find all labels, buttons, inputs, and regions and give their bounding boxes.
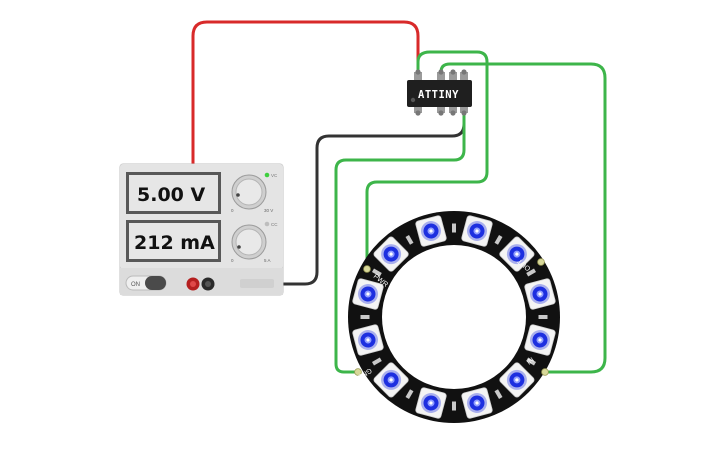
chip-label: ATTINY xyxy=(418,89,459,101)
voltage-knob-max-label: 30 V xyxy=(264,208,273,213)
chip-pin[interactable] xyxy=(437,104,445,113)
chip-notch xyxy=(410,97,416,103)
wire-ring-data-in[interactable] xyxy=(439,62,607,374)
terminal-area-decoration xyxy=(240,279,274,288)
pad-pwr[interactable] xyxy=(363,265,371,273)
ring-capacitor xyxy=(526,268,536,277)
wire-positive[interactable] xyxy=(191,20,420,286)
led-ring: PWR GND OUT IN xyxy=(348,211,560,423)
power-supply: 5.00 V 212 mA VC CC 0 30 V 0 5 A xyxy=(119,163,284,296)
current-knob-max-label: 5 A xyxy=(264,258,271,263)
attiny-chip: ATTINY xyxy=(407,69,472,116)
ring-capacitor xyxy=(360,315,370,319)
ring-capacitor xyxy=(538,315,548,319)
voltage-knob[interactable] xyxy=(231,174,267,210)
ring-capacitor xyxy=(372,268,382,277)
ring-capacitor xyxy=(494,389,503,399)
led xyxy=(415,387,447,419)
negative-terminal[interactable] xyxy=(201,277,215,291)
voltage-readout: 5.00 V xyxy=(137,184,205,206)
cv-label: VC xyxy=(271,173,278,178)
led xyxy=(352,278,384,310)
pad-out[interactable] xyxy=(537,258,545,266)
ring-capacitor xyxy=(405,235,414,245)
led xyxy=(352,324,384,356)
positive-terminal[interactable] xyxy=(186,277,200,291)
voltage-display-screen xyxy=(129,175,218,211)
led xyxy=(499,236,535,272)
voltage-knob-min-label: 0 xyxy=(231,208,234,213)
wire-ring-pwr[interactable] xyxy=(365,50,489,268)
power-switch-label: ON xyxy=(131,282,140,288)
current-knob-min-label: 0 xyxy=(231,258,234,263)
ring-capacitor xyxy=(452,401,456,411)
led xyxy=(499,362,535,398)
led xyxy=(373,362,409,398)
chip-body[interactable] xyxy=(407,80,472,107)
wire-ground[interactable] xyxy=(206,110,466,286)
pin-label-in: IN xyxy=(526,357,536,367)
cc-label: CC xyxy=(271,222,278,227)
wire-ring-gnd[interactable] xyxy=(334,110,466,374)
chip-pin[interactable] xyxy=(449,104,457,113)
led xyxy=(373,236,409,272)
power-switch[interactable] xyxy=(125,275,167,291)
led xyxy=(461,215,493,247)
led xyxy=(415,215,447,247)
pad-in[interactable] xyxy=(541,368,549,376)
chip-pin[interactable] xyxy=(460,104,468,113)
ring-capacitor xyxy=(372,357,382,366)
chip-pin[interactable] xyxy=(449,72,457,81)
current-readout: 212 mA xyxy=(134,232,215,254)
ring-capacitor xyxy=(494,235,503,245)
led-ring-leds xyxy=(352,215,556,419)
wires xyxy=(191,20,607,374)
ring-capacitor xyxy=(405,389,414,399)
led-ring-hole xyxy=(382,245,526,389)
current-display-screen xyxy=(129,223,218,259)
led xyxy=(524,324,556,356)
led xyxy=(461,387,493,419)
current-knob[interactable] xyxy=(231,224,267,260)
ring-capacitor xyxy=(526,357,536,366)
led xyxy=(524,278,556,310)
ring-capacitor xyxy=(452,223,456,233)
chip-pin[interactable] xyxy=(414,104,422,113)
chip-pin[interactable] xyxy=(437,72,445,81)
chip-pin[interactable] xyxy=(460,72,468,81)
pad-gnd[interactable] xyxy=(354,368,362,376)
cc-indicator-led xyxy=(264,221,270,227)
chip-pin[interactable] xyxy=(414,72,422,81)
cv-indicator-led xyxy=(264,172,270,178)
